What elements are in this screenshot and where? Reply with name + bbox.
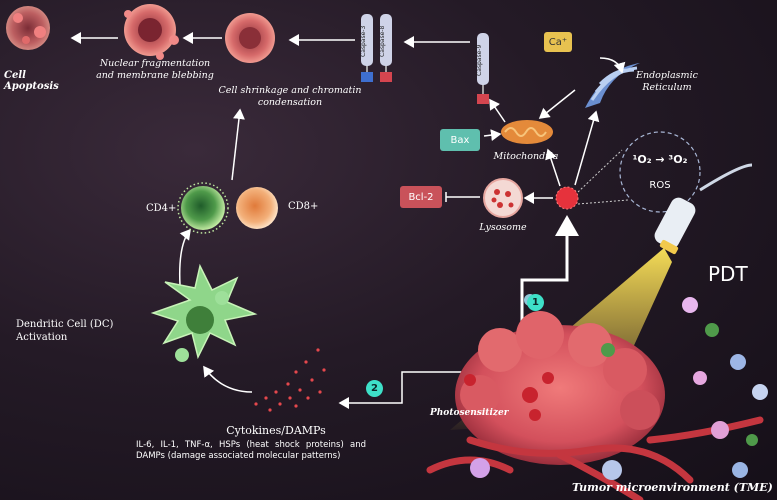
apoptosis-cell-icon <box>6 6 50 50</box>
cd8-tcell-icon <box>236 187 278 229</box>
bcl2-box: Bcl-2 <box>400 186 442 208</box>
blood-vessels <box>426 416 764 500</box>
ros-label: ROS <box>649 180 671 191</box>
caspase3-label: Caspase-3 <box>360 25 367 57</box>
dendritic-cell-icon <box>150 263 258 362</box>
ca-box: Ca⁺ <box>544 32 572 52</box>
step1-badge: 1 <box>527 294 544 311</box>
tme-immune-cells <box>470 294 768 480</box>
bax-box: Bax <box>440 129 480 151</box>
caspase8-receptor-icon <box>380 14 392 82</box>
er-label: Endoplasmic Reticulum <box>636 70 698 93</box>
cytokines-detail: IL-6, IL-1, TNF-α, HSPs (heat shock prot… <box>136 440 366 461</box>
ros-dotted-bottom <box>577 199 629 205</box>
arrow-er-to-ca <box>599 57 626 74</box>
arrow-step2 <box>338 371 470 409</box>
cytokines-title: Cytokines/DAMPs <box>226 424 326 437</box>
ros-formula: ¹O₂ → ³O₂ <box>632 153 688 166</box>
caspase3-receptor-icon <box>361 14 373 82</box>
ros-dotted-top <box>577 149 623 193</box>
mitochondria-label: Mitochondria <box>493 151 559 162</box>
lysosome-icon <box>483 178 523 218</box>
arrow-ps-to-er <box>574 110 600 186</box>
caspase8-label: Caspase-8 <box>379 25 386 57</box>
arrow-damp-to-dc <box>203 365 253 393</box>
arrow-dc-to-cd4 <box>178 228 191 286</box>
ros-circle <box>619 131 701 213</box>
ultrasound-probe-icon <box>654 163 753 255</box>
arrow-ps-to-mito <box>545 148 561 187</box>
caspase9-receptor-icon <box>477 33 489 104</box>
shrinkage-cell-icon <box>225 13 275 63</box>
step2-badge: 2 <box>366 380 383 397</box>
photosensitizer-particle-icon <box>555 186 579 210</box>
arrow-step1 <box>520 215 579 330</box>
fragmentation-cell-icon <box>124 4 179 60</box>
cd4-label: CD4+ <box>146 203 177 214</box>
tumor-mass-icon <box>455 311 665 465</box>
tme-label: Tumor microenvironment (TME) <box>572 481 773 494</box>
lysosome-label: Lysosome <box>479 222 527 233</box>
pdt-label: PDT <box>708 262 748 286</box>
cell-shrinkage-label: Cell shrinkage and chromatin condensatio… <box>218 85 362 108</box>
mitochondria-icon <box>501 120 553 144</box>
cd8-label: CD8+ <box>288 201 319 212</box>
dc-activation-label: Dendritic Cell (DC) Activation <box>16 319 114 343</box>
er-icon <box>585 63 640 108</box>
cd4-tcell-icon <box>177 182 229 234</box>
arrow-mito-to-casp9 <box>489 98 506 123</box>
arrow-tcell-to-shrink <box>231 108 245 181</box>
cell-apoptosis-label: Cell Apoptosis <box>4 70 59 92</box>
nuclear-fragmentation-label: Nuclear fragmentation and membrane blebb… <box>96 58 214 81</box>
arrow-ca-to-mito <box>538 89 576 119</box>
arrow-bax-to-mito <box>483 129 502 142</box>
damp-particles <box>254 348 326 412</box>
photosensitizer-label: Photosensitizer <box>430 408 509 418</box>
caspase9-label: Caspase-9 <box>476 44 483 76</box>
